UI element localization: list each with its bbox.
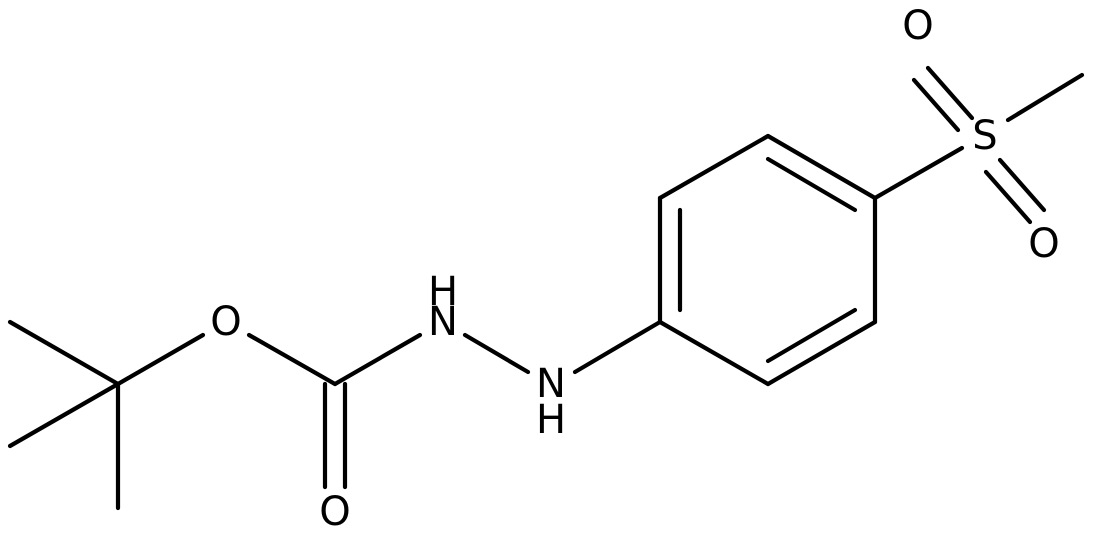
atom-n2: N [536,361,566,407]
bond-s-o-bottom-b [983,169,1033,225]
atom-n2-hydrogen: H [536,397,566,443]
bond-s-o-top-a [925,65,975,121]
bond-methyl-bottom-left [7,381,121,449]
bond-methyl-top-left [7,319,121,387]
bond-tbutyl-to-ester-o [115,332,206,387]
bond-carbonyl-to-n1 [332,332,423,387]
atom-o-ester: O [210,299,241,345]
bond-ester-o-to-carbonyl [246,332,338,387]
bond-n2-to-ring [572,319,663,375]
bond-s-o-top-b [911,77,961,133]
bond-ring-2 [657,133,771,201]
atom-o-sulfonyl-bottom: O [1028,221,1059,267]
atom-o-carbonyl: O [319,489,350,535]
bond-n1-n2 [462,332,531,375]
bond-ring-3-inner [765,156,858,213]
bond-ring-6 [657,319,771,387]
atom-o-sulfonyl-top: O [902,3,933,49]
bond-ring-to-s [872,145,965,201]
bond-ring-3 [765,133,878,201]
bond-s-o-bottom-a [997,157,1047,213]
bond-ring-5-inner [765,307,858,364]
atom-s: S [972,113,997,159]
bonds [7,65,1085,511]
atom-n1-hydrogen: H [428,269,458,315]
bond-s-to-methyl [1005,72,1085,123]
bond-ring-5 [765,319,878,387]
atom-labels: O O H N N H S O O [210,3,1059,535]
atom-n1: N [428,299,458,345]
